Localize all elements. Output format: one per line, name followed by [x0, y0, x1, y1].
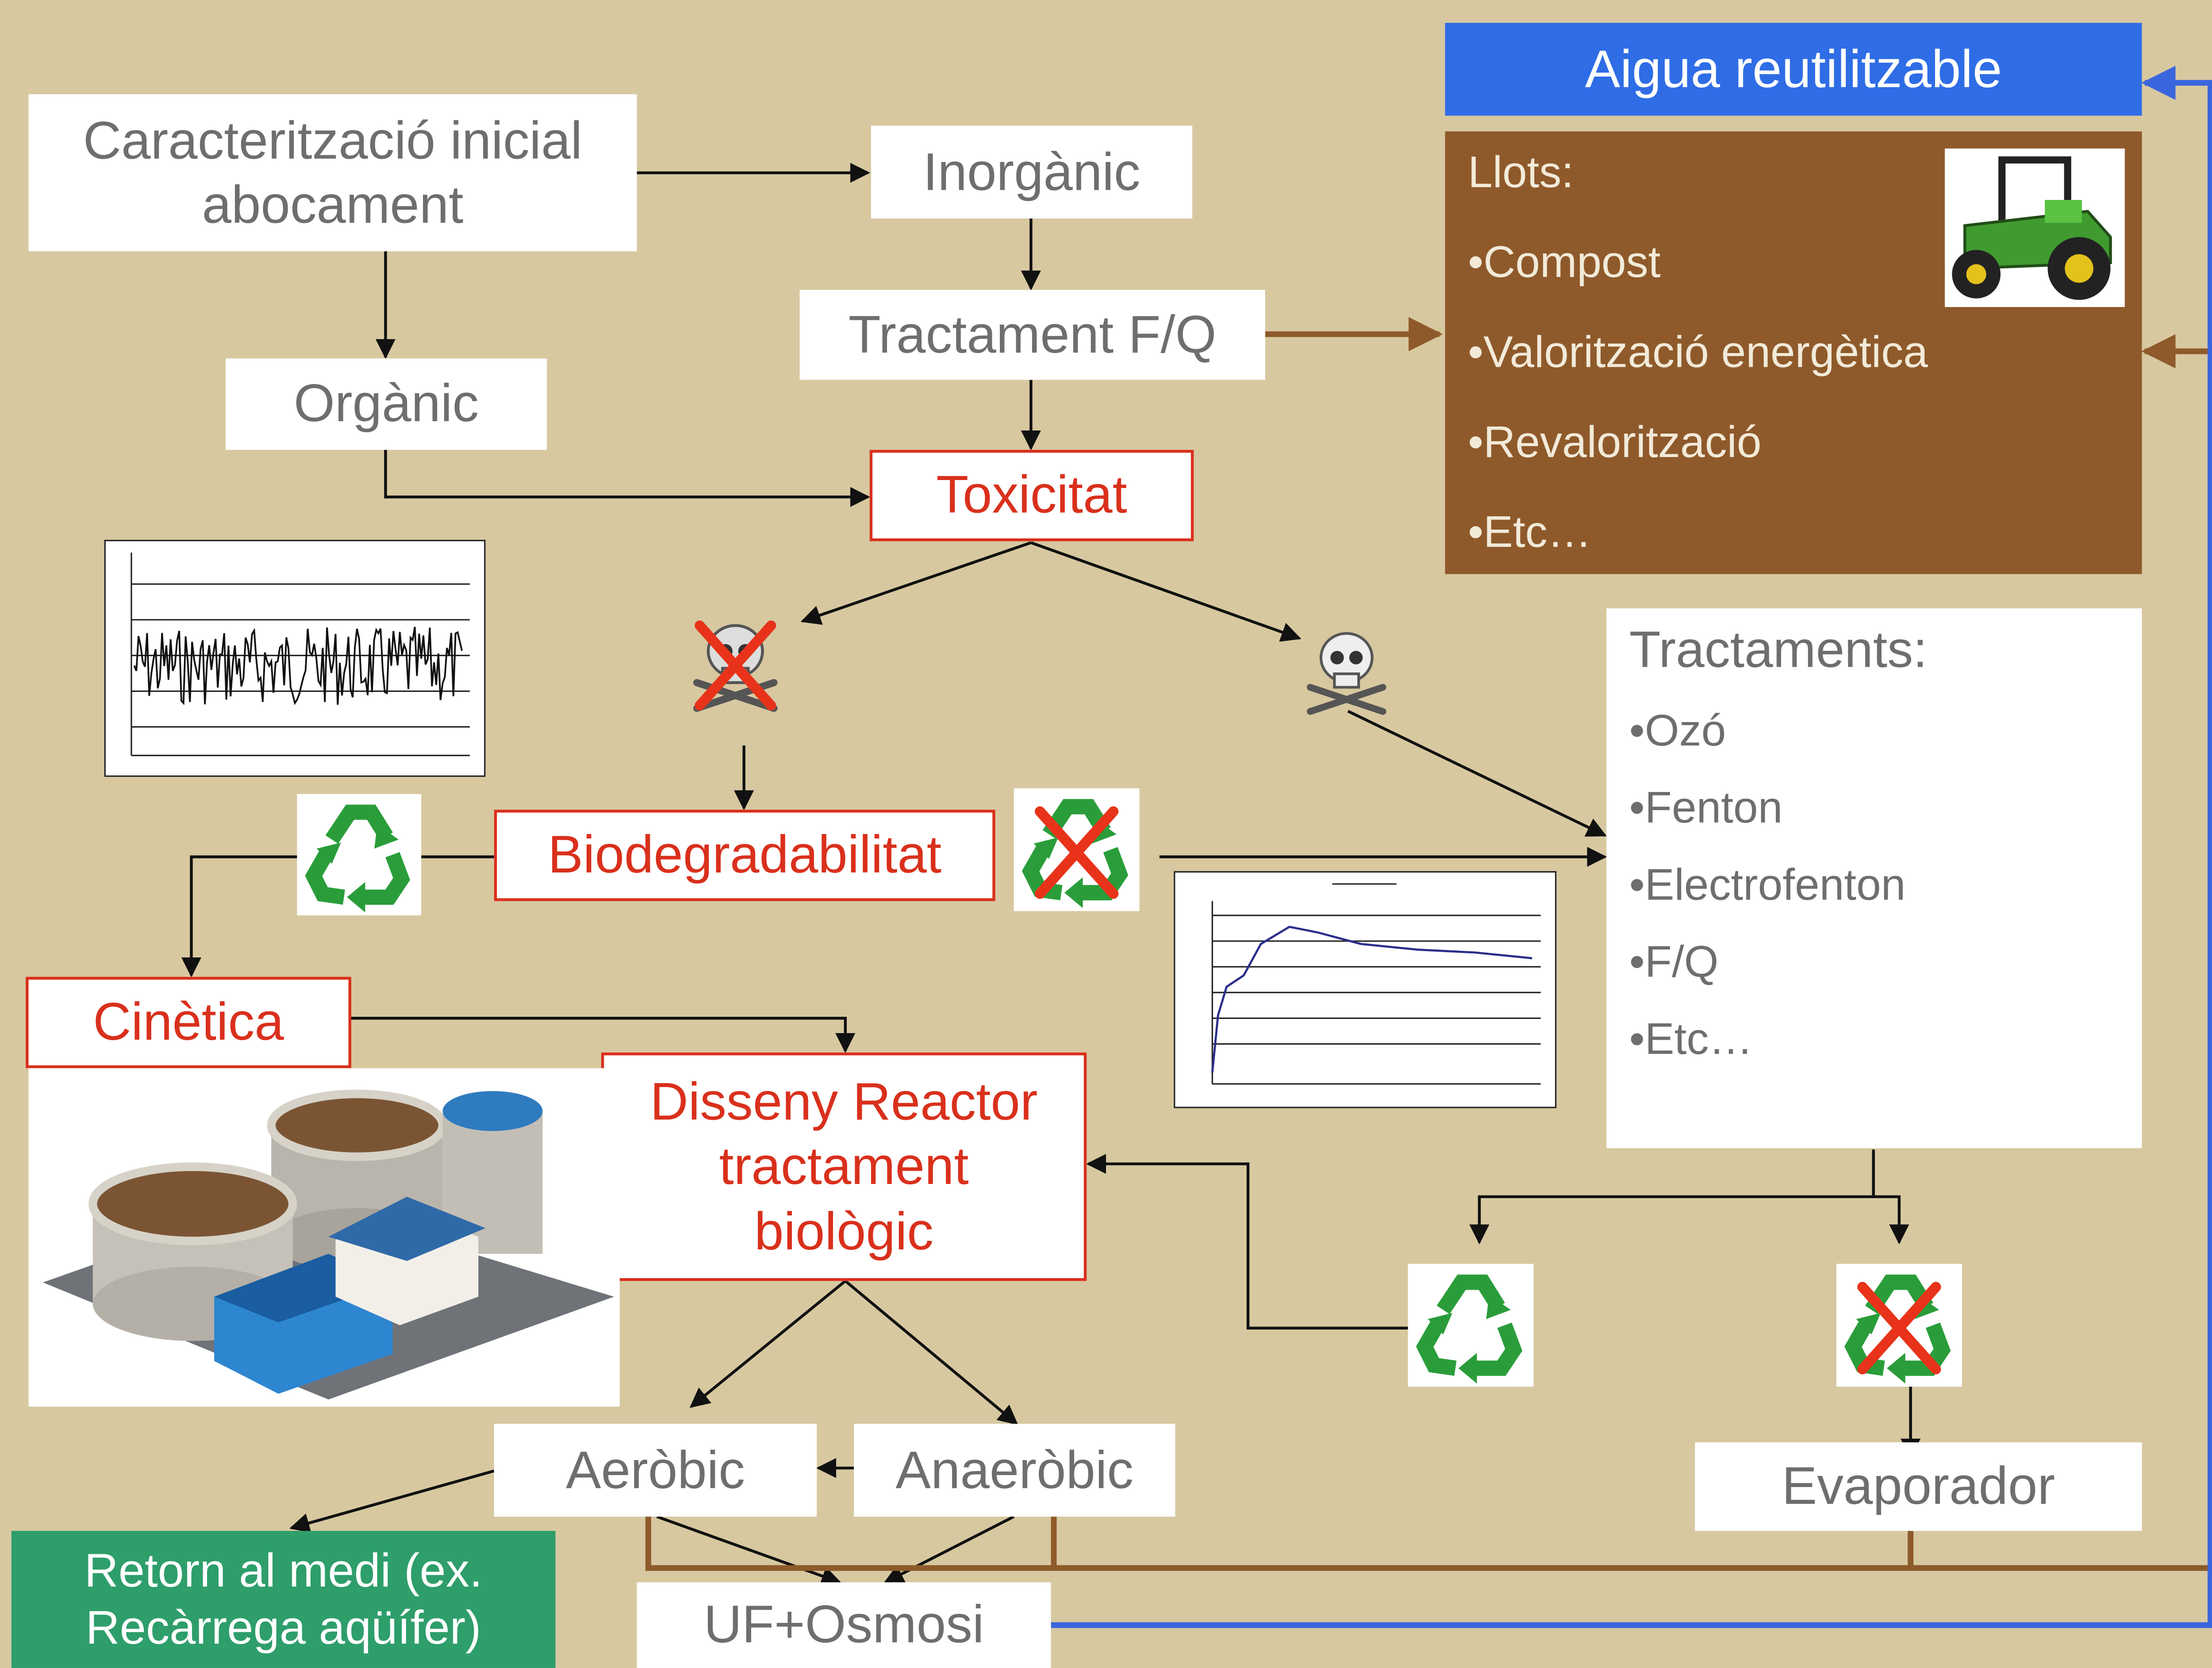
tractaments-title: Tractaments:: [1629, 619, 1928, 679]
red-x-icon: [685, 614, 785, 714]
aerobic-box: Aeròbic: [494, 1424, 817, 1517]
arrow-toxicitat-toxic: [1030, 541, 1302, 642]
treatment-plant-icon: [28, 1068, 620, 1407]
llots-item: •Valorització energètica: [1468, 327, 1928, 377]
arrow-organic-toxicitat: [384, 450, 870, 507]
tractor-icon: [1945, 148, 2125, 307]
tractaments-box: Tractaments: •Ozó •Fenton •Electrofenton…: [1606, 608, 2142, 1149]
evaporador-box: Evaporador: [1695, 1442, 2142, 1531]
recycle-icon: [1014, 788, 1140, 911]
anaerobic-box: Anaeròbic: [854, 1424, 1175, 1517]
retorn-box: Retorn al medi (ex. Recàrrega aqüífer): [11, 1531, 556, 1668]
llots-item: •Compost: [1468, 237, 1661, 287]
tractament-fq-box: Tractament F/Q: [799, 290, 1265, 380]
arrow-anaerobic-uf: [883, 1515, 1015, 1584]
recycle-icon: [1408, 1264, 1534, 1387]
arrow-disseny-aerobic: [689, 1280, 846, 1408]
arrow-aerobic-retorn: [289, 1469, 495, 1533]
recycle-icon: [297, 794, 422, 915]
tractaments-item: •F/Q: [1629, 937, 1719, 987]
arrow-toxicitat-nontoxic: [800, 541, 1032, 625]
arrow-cinetica-disseny: [351, 1017, 856, 1053]
reuse-water-line: [1049, 65, 2212, 1628]
arrow-disseny-anaerobic: [844, 1280, 1018, 1425]
skull-crossbones-icon: [1297, 623, 1397, 717]
red-x-icon: [1848, 1275, 1951, 1378]
noisy-time-series-chart: [104, 540, 486, 777]
arrow-recycle-disseny: [1086, 1153, 1408, 1330]
caracteritzacio-box: Caracterització inicial abocament: [28, 94, 637, 252]
cinetica-box: Cinètica: [26, 976, 352, 1068]
inorganic-box: Inorgànic: [871, 126, 1193, 219]
llots-item: •Revalorització: [1468, 417, 1762, 467]
llots-title: Llots:: [1468, 147, 1574, 197]
llots-item: •Etc…: [1468, 507, 1592, 557]
organic-box: Orgànic: [225, 358, 547, 450]
arrow-tractaments-nonbio: [1873, 1195, 1909, 1245]
tractaments-item: •Electrofenton: [1629, 860, 1906, 910]
tractaments-item: •Fenton: [1629, 782, 1783, 833]
toxicitat-box: Toxicitat: [869, 450, 1194, 542]
sludge-return-line: [645, 334, 2212, 1571]
red-x-icon: [1025, 800, 1128, 903]
uf-osmosi-box: UF+Osmosi: [637, 1582, 1051, 1668]
tractaments-item: •Ozó: [1629, 705, 1726, 756]
biodegradabilitat-box: Biodegradabilitat: [494, 810, 995, 901]
arrow-aerobic-uf: [656, 1515, 842, 1586]
tractaments-item: •Etc…: [1629, 1014, 1753, 1064]
arrow-tractaments-split: [1469, 1149, 1875, 1245]
arrow-skull-tractaments: [1347, 710, 1607, 837]
recycle-icon: [1836, 1264, 1962, 1387]
disseny-reactor-box: Disseny Reactor tractament biològic: [601, 1052, 1087, 1281]
aigua-reutilitzable-box: Aigua reutilitzable: [1445, 23, 2142, 116]
respirometry-curve-chart: [1174, 871, 1557, 1108]
